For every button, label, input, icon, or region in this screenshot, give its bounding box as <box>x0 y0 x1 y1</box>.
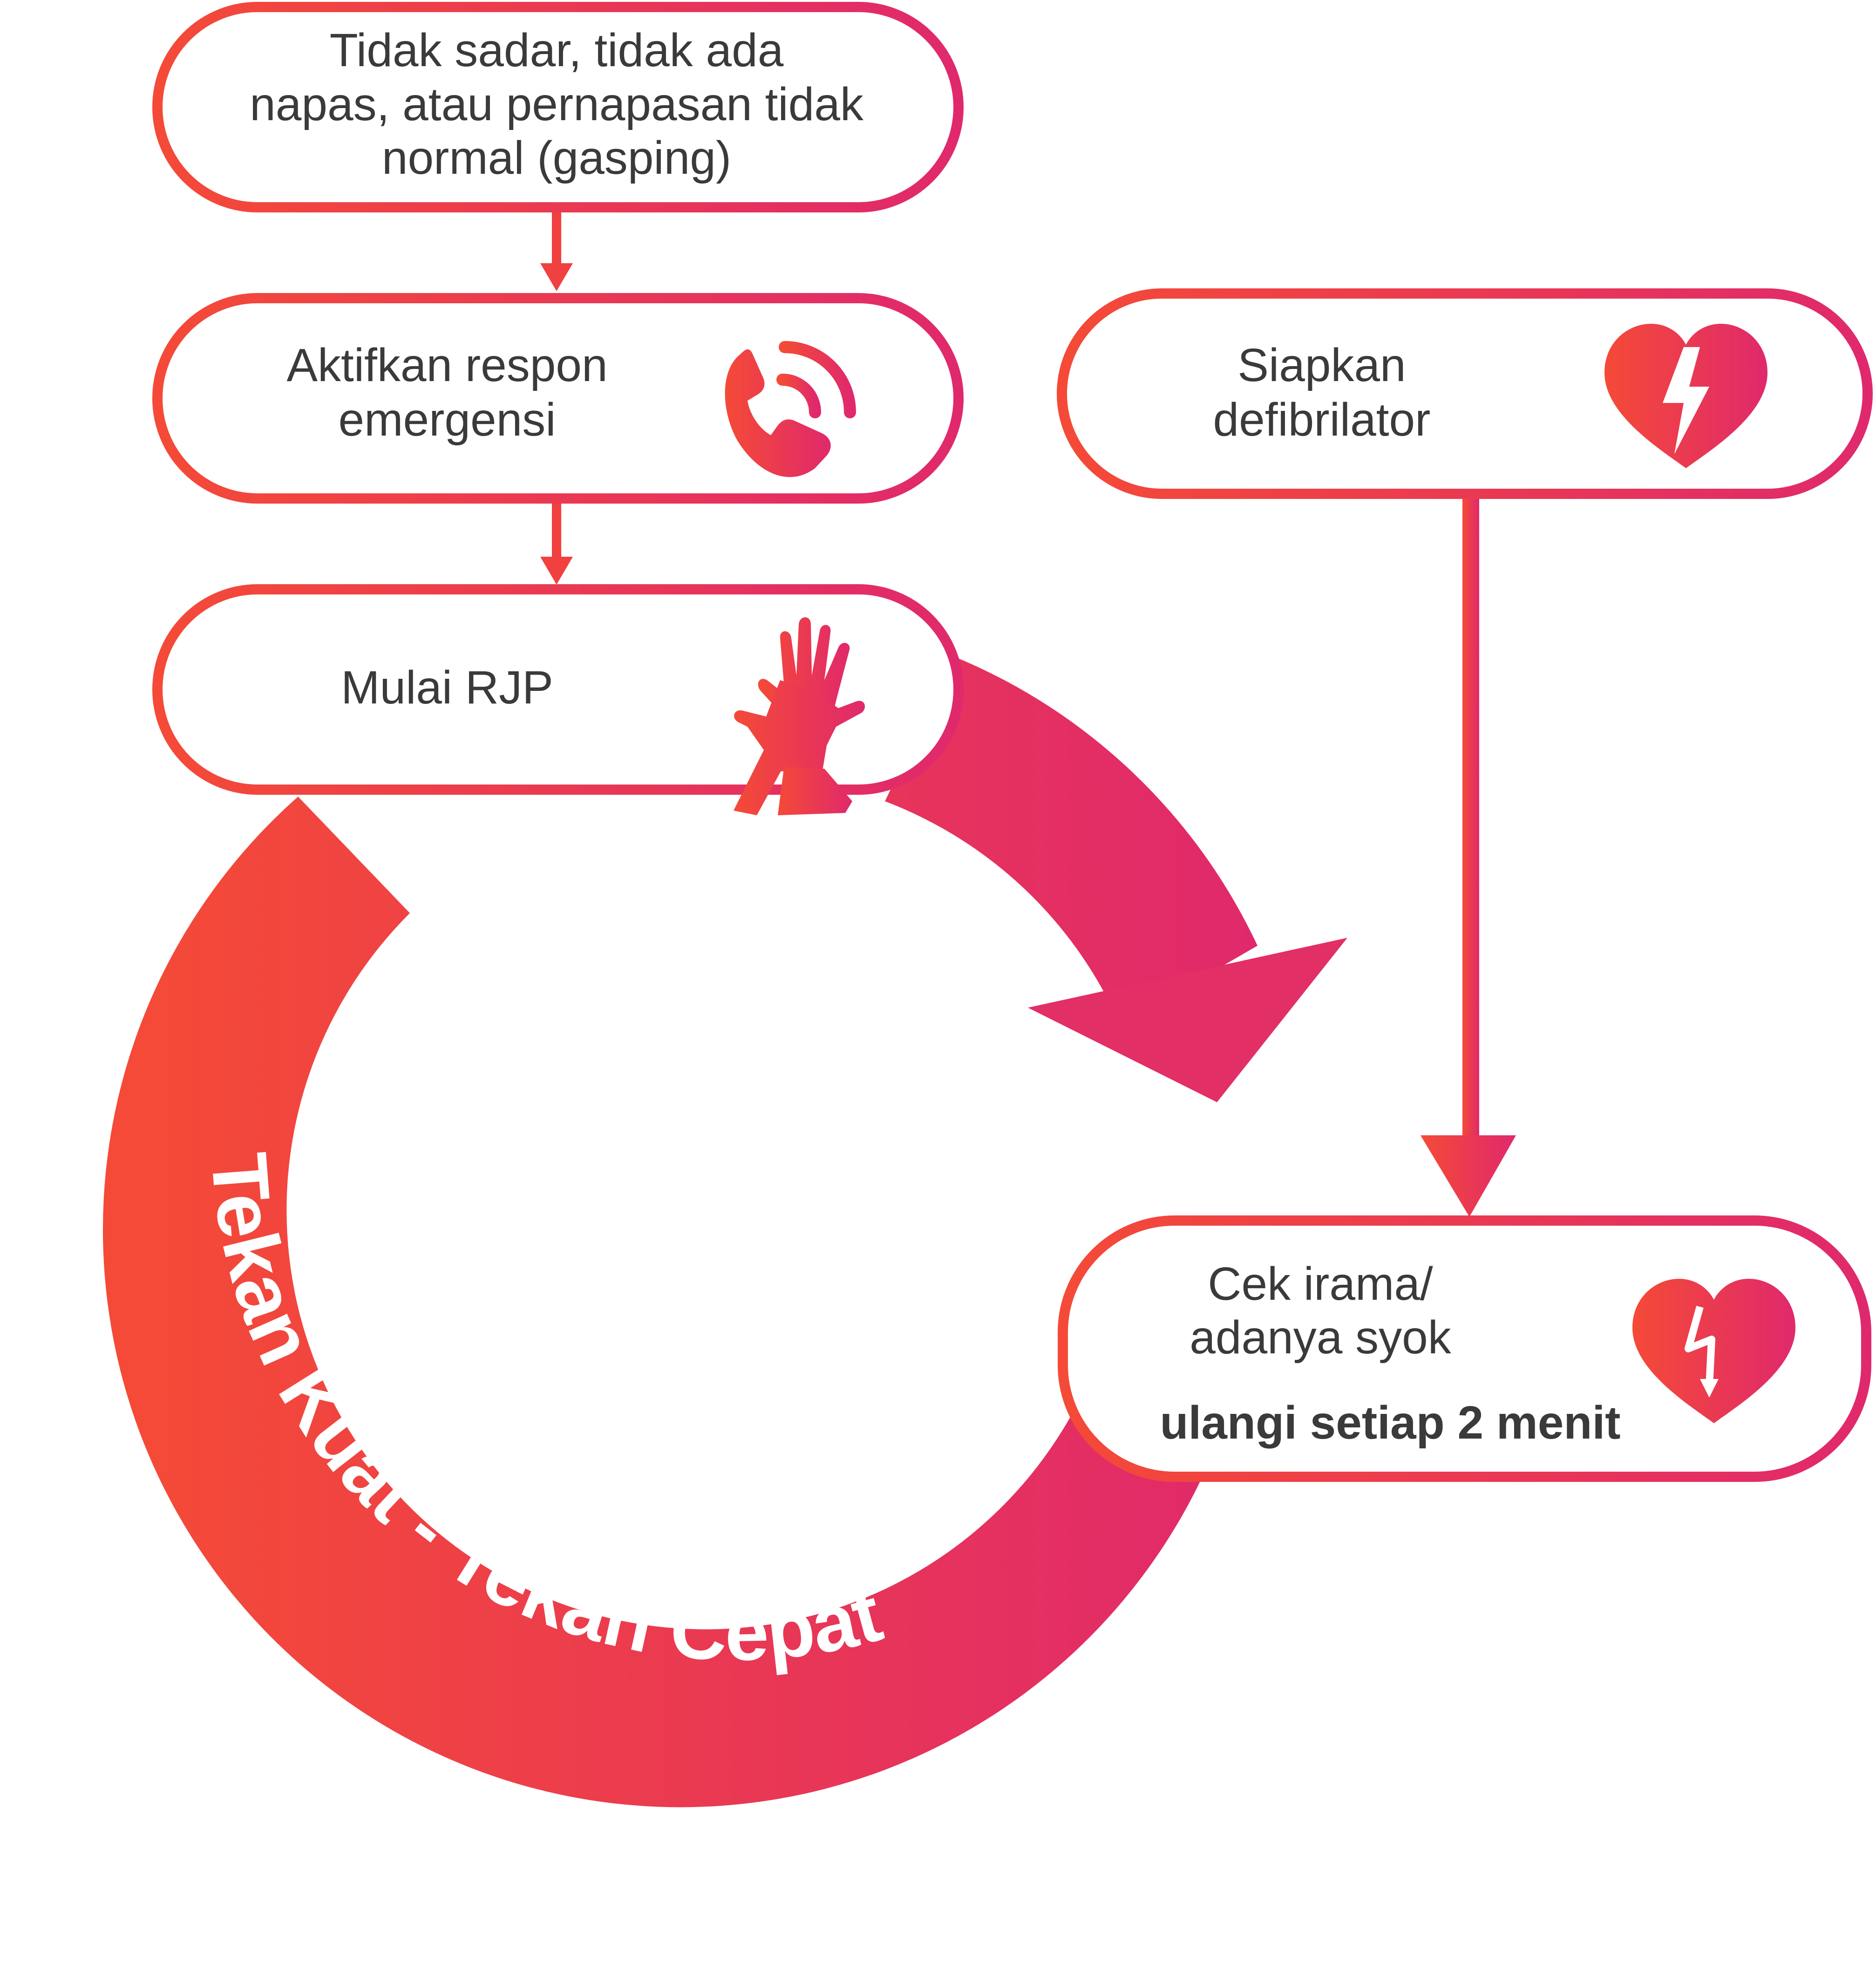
connector-defib-to-rhythm <box>1421 498 1516 1217</box>
box-rhythm-repeat-text: ulangi setiap 2 menit <box>1160 1397 1620 1449</box>
box-defib-line-2: defibrilator <box>1213 394 1431 446</box>
box-start-cpr-line-1: Mulai RJP <box>341 662 553 714</box>
box-defib-line-1: Siapkan <box>1237 339 1406 391</box>
box-activate-line-1: Aktifkan respon <box>286 339 607 391</box>
box-activate-line-2: emergensi <box>339 394 556 446</box>
box-rhythm-line-2: adanya syok <box>1189 1311 1451 1364</box>
ring-arrowhead <box>1028 938 1347 1102</box>
box-activate-emergency: Aktifkan respon emergensi <box>152 293 964 504</box>
ring-band <box>102 657 1257 1808</box>
box-prepare-defibrillator: Siapkan defibrilator <box>1057 288 1873 499</box>
box-unresponsive-line-2: napas, atau pernapasan tidak <box>250 78 864 130</box>
box-check-rhythm: Cek irama/ adanya syok ulangi setiap 2 m… <box>1058 1215 1871 1482</box>
heart-bolt-icon <box>1604 324 1767 468</box>
box-start-cpr: Mulai RJP <box>152 584 964 815</box>
connector-2 <box>540 503 573 585</box>
phone-call-icon <box>725 341 856 478</box>
box-unresponsive-line-1: Tidak sadar, tidak ada <box>330 24 784 76</box>
box-unresponsive-line-3: normal (gasping) <box>382 132 731 184</box>
box-rhythm-line-1: Cek irama/ <box>1208 1258 1433 1310</box>
heart-shock-icon <box>1632 1279 1795 1423</box>
cpr-hands-icon <box>734 617 865 815</box>
connector-1 <box>540 210 573 291</box>
box-unresponsive: Tidak sadar, tidak ada napas, atau perna… <box>152 2 964 212</box>
